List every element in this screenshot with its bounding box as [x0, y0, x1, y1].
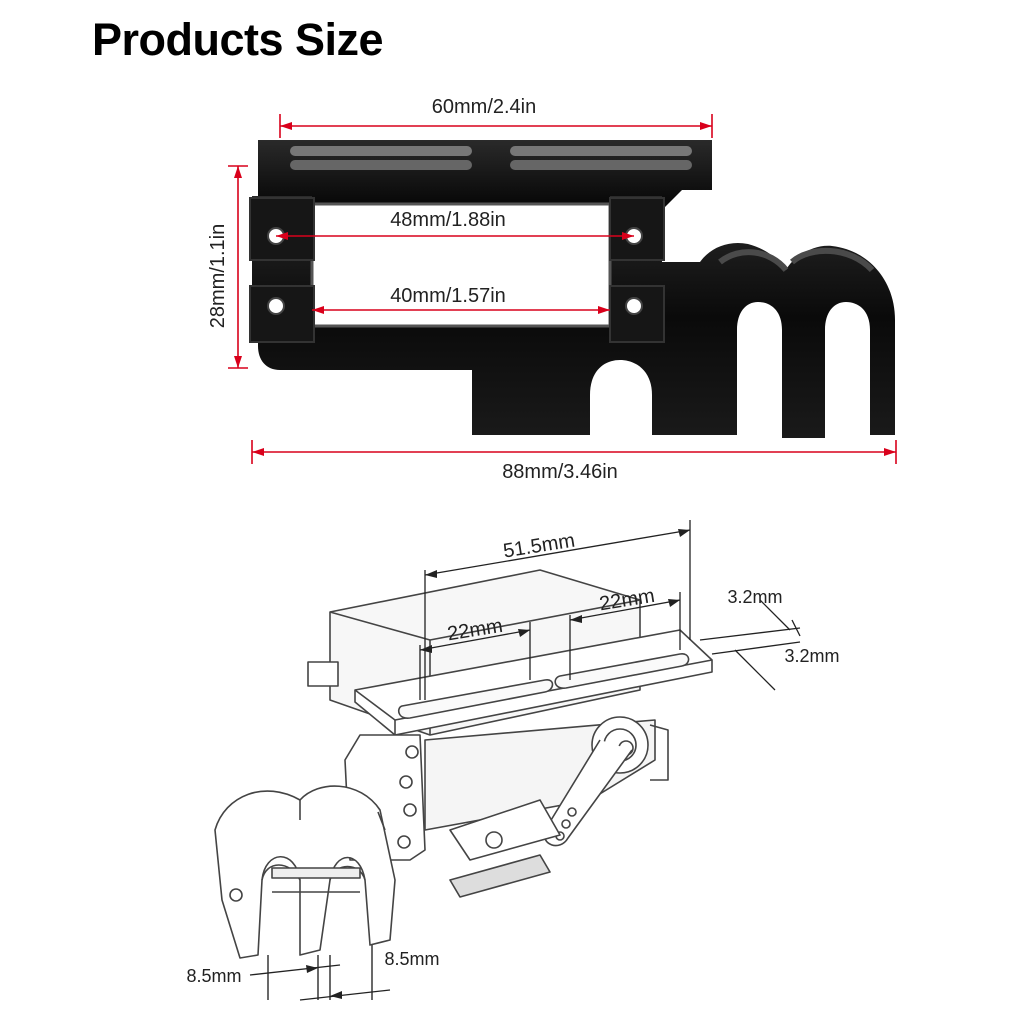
assembly-drawing	[214, 569, 713, 1000]
page-title: Products Size	[92, 14, 384, 65]
dim-clevis-right: 8.5mm	[384, 949, 439, 969]
dim-lower-hole-spacing: 40mm/1.57in	[390, 285, 506, 307]
dim-upper-hole-spacing: 48mm/1.88in	[390, 209, 506, 231]
dim-total-length: 88mm/3.46in	[502, 461, 618, 483]
drawing-dimension-lines	[249, 520, 801, 1001]
dim-slot-span: 51.5mm	[502, 530, 577, 563]
dim-height: 28mm/1.1in	[207, 224, 229, 329]
dim-slot-width-a: 3.2mm	[727, 587, 782, 607]
dim-clevis-left: 8.5mm	[186, 966, 241, 986]
dim-top-width: 60mm/2.4in	[432, 96, 537, 118]
bracket-photo	[249, 140, 895, 438]
dim-slot-width-b: 3.2mm	[784, 646, 839, 666]
top-dimension-lines	[228, 114, 897, 464]
